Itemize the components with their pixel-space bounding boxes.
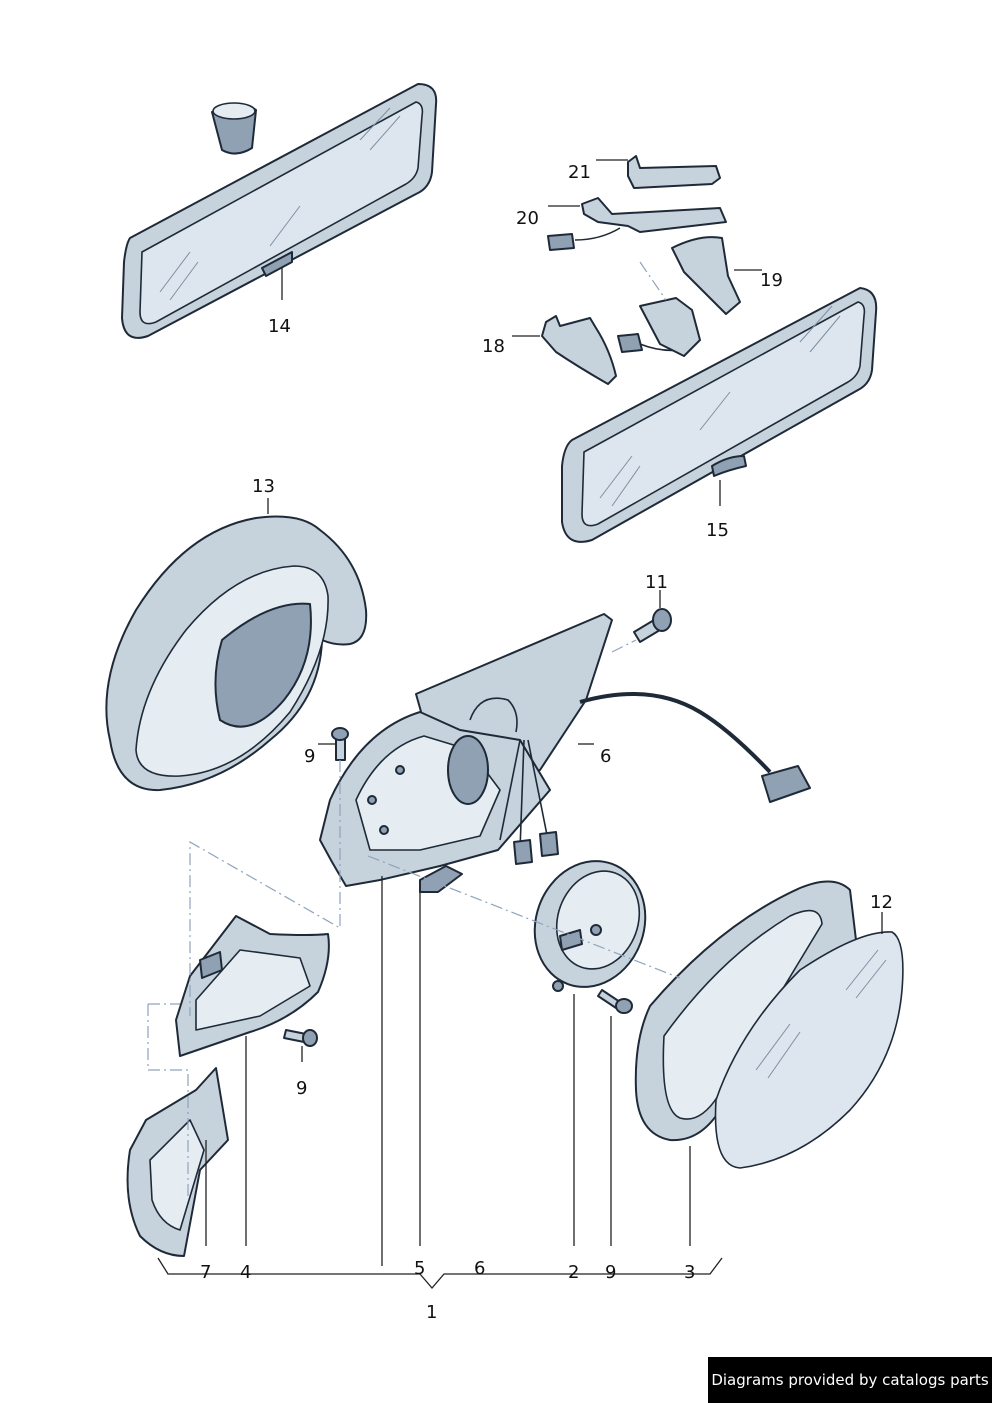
part-11-screw bbox=[633, 608, 672, 643]
callout-14: 14 bbox=[268, 316, 291, 337]
callout-1: 1 bbox=[426, 1302, 437, 1323]
callout-6-upper: 6 bbox=[600, 746, 611, 767]
part-4-lower-trim bbox=[175, 915, 330, 1057]
part-15-interior-mirror-sensor bbox=[561, 287, 878, 543]
callout-19: 19 bbox=[760, 270, 783, 291]
callout-2: 2 bbox=[568, 1262, 579, 1283]
part-9-screw-c bbox=[597, 989, 633, 1014]
part-7-indicator-housing bbox=[126, 1067, 229, 1257]
callout-11: 11 bbox=[645, 572, 668, 593]
callout-4: 4 bbox=[240, 1262, 251, 1283]
callout-21: 21 bbox=[568, 162, 591, 183]
callout-12: 12 bbox=[870, 892, 893, 913]
part-9-screw-a bbox=[331, 727, 349, 761]
part-2-adjustment-motor bbox=[533, 860, 647, 992]
callout-9-upper: 9 bbox=[304, 746, 315, 767]
callout-3: 3 bbox=[684, 1262, 695, 1283]
callout-20: 20 bbox=[516, 208, 539, 229]
part-9-screw-b bbox=[283, 1029, 318, 1047]
part-19-cover-right bbox=[671, 236, 741, 315]
callout-13: 13 bbox=[252, 476, 275, 497]
callout-9-middle: 9 bbox=[296, 1078, 307, 1099]
part-6-mirror-base-unit bbox=[319, 613, 811, 887]
callout-18: 18 bbox=[482, 336, 505, 357]
part-12-mirror-glass bbox=[714, 931, 904, 1169]
part-18-cover-left bbox=[541, 297, 701, 385]
part-3-glass-carrier bbox=[634, 880, 857, 1142]
callout-9-lower: 9 bbox=[605, 1262, 616, 1283]
part-14-interior-mirror bbox=[121, 83, 438, 339]
assembly-lines bbox=[147, 261, 681, 1200]
callout-5: 5 bbox=[414, 1258, 425, 1279]
callout-7: 7 bbox=[200, 1262, 211, 1283]
part-20-wiring-bracket bbox=[547, 197, 727, 251]
part-13-mirror-housing bbox=[105, 515, 368, 792]
credit-banner: Diagrams provided by catalogs parts bbox=[708, 1357, 992, 1403]
callout-15: 15 bbox=[706, 520, 729, 541]
part-5-element bbox=[419, 865, 463, 893]
part-21-cover-strip bbox=[627, 155, 721, 189]
leader-lines bbox=[157, 159, 883, 1289]
callout-labels: 14 15 18 19 20 21 13 11 9 6 12 9 7 4 5 6… bbox=[200, 162, 893, 1323]
callout-6-lower: 6 bbox=[474, 1258, 485, 1279]
